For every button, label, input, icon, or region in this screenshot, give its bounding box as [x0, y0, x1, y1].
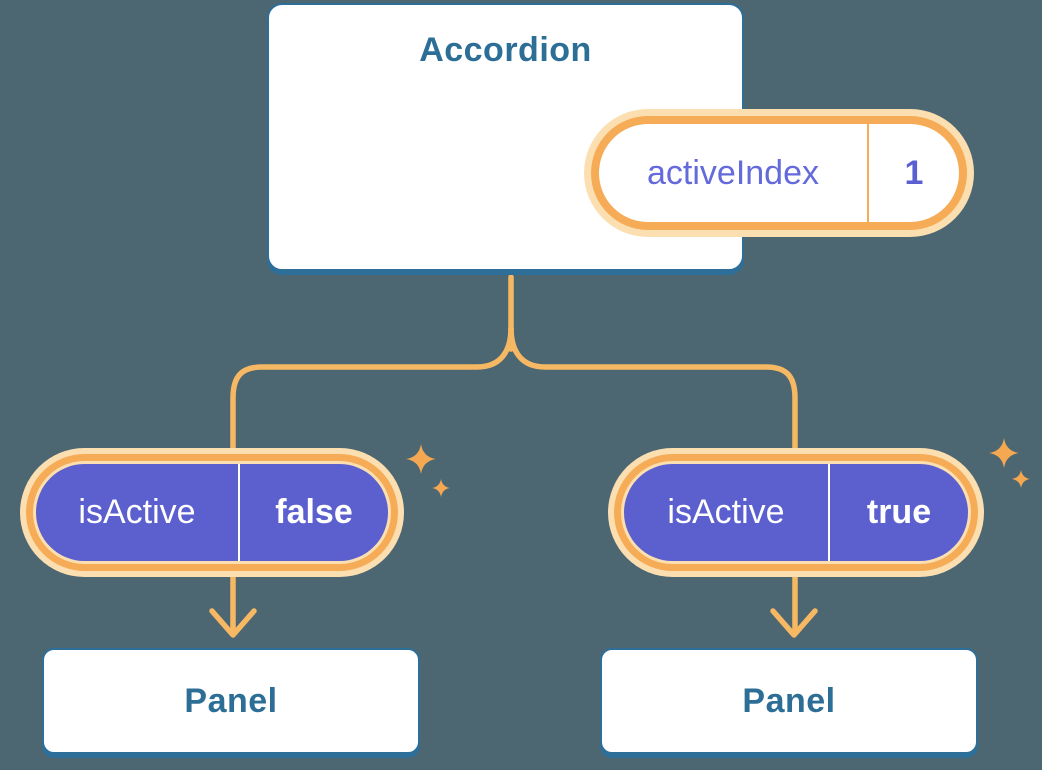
prop-divider [828, 464, 830, 561]
state-value: 1 [904, 153, 924, 192]
arrow-down-icon [770, 608, 818, 638]
panel-title: Panel [742, 681, 836, 720]
connector-branch-left [230, 325, 514, 633]
accordion-title: Accordion [419, 31, 592, 69]
sparkle-icon [989, 438, 1019, 468]
prop-name: isActive [667, 493, 785, 531]
arrow-down-icon [209, 608, 257, 638]
prop-pill-right: isActive true [624, 464, 968, 561]
prop-name: isActive [78, 493, 196, 531]
state-name: activeIndex [647, 153, 819, 192]
panel-node-right: Panel [600, 648, 978, 754]
prop-value: true [866, 493, 932, 531]
prop-pill-left: isActive false [36, 464, 388, 561]
panel-node-left: Panel [42, 648, 420, 754]
sparkle-icon [406, 444, 436, 474]
state-divider [867, 124, 869, 222]
panel-title: Panel [184, 681, 278, 720]
connector-branch-right [508, 325, 798, 633]
sparkle-icon [1012, 470, 1030, 488]
prop-divider [238, 464, 240, 561]
sparkle-icon [432, 479, 450, 497]
accordion-node: Accordion activeIndex 1 [267, 3, 959, 271]
prop-value: false [275, 493, 353, 531]
state-pill: activeIndex 1 [599, 124, 959, 222]
